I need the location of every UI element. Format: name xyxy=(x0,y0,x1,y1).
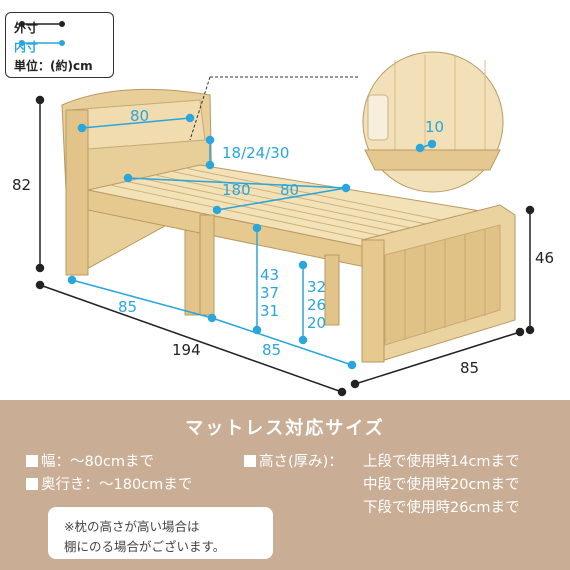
bed-frame xyxy=(61,88,516,363)
overall-length-label: 194 xyxy=(172,341,201,359)
cup-icon xyxy=(367,94,389,141)
leg-width-label: 85 xyxy=(118,298,137,316)
legend-unit: 単位：(約)cm xyxy=(14,59,93,73)
legend-inner: 内寸 xyxy=(14,38,65,55)
height-spec-lower: 下段で使用時26cmまで xyxy=(363,500,520,516)
inner-bottom-width-label: 85 xyxy=(262,341,281,359)
head-post-left xyxy=(65,109,89,276)
footboard-height-label: 46 xyxy=(535,249,554,267)
footboard-panel xyxy=(384,224,501,346)
inner-length-label: 180 xyxy=(222,181,251,199)
legend-inner-line xyxy=(19,40,65,46)
shelf-height-label: 18/24/30 xyxy=(222,144,289,162)
deck-height-label-2: 26 xyxy=(307,296,326,314)
note-line-2: 棚にのる場合がございます。 xyxy=(64,539,226,554)
headboard-width-label: 80 xyxy=(130,107,149,125)
footboard-lines xyxy=(404,230,486,340)
length-spec: 奥行き：～180cmまで xyxy=(26,473,192,494)
top-height-label-3: 31 xyxy=(260,302,279,320)
bed-dimension-diagram: 80 18/24/30 180 80 10 43 37 31 32 26 20 … xyxy=(5,12,555,397)
note-line-1: ※枕の高さが高い場合は xyxy=(64,519,200,534)
top-height-label-1: 43 xyxy=(260,266,279,284)
bullet-square-icon xyxy=(244,455,256,467)
pillow-note: ※枕の高さが高い場合は 棚にのる場合がございます。 xyxy=(48,507,273,559)
zoom-depth-label: 10 xyxy=(425,118,444,136)
overall-height-label: 82 xyxy=(12,176,31,194)
deck-height-label-3: 20 xyxy=(307,314,326,332)
inner-dimension-lines xyxy=(67,113,437,370)
height-spec-middle: 中段で使用時20cmまで xyxy=(363,477,520,493)
legend-outer: 外寸 xyxy=(14,19,65,36)
mid-leg xyxy=(199,214,215,316)
top-height-label-2: 37 xyxy=(260,284,279,302)
slats xyxy=(109,167,471,247)
outer-dimension-lines xyxy=(35,95,535,397)
bullet-square-icon xyxy=(26,478,38,490)
height-spec-upper: 上段で使用時14cmまで xyxy=(363,454,520,470)
deck-height-label-1: 32 xyxy=(307,278,326,296)
height-spec-label: 高さ(厚み)： xyxy=(244,450,343,471)
legend-box: 外寸 内寸 単位：(約)cm xyxy=(5,12,114,78)
foot-post xyxy=(361,239,385,363)
legend-outer-line xyxy=(19,21,65,27)
width-spec: 幅：～80cmまで xyxy=(26,450,154,471)
bullet-square-icon xyxy=(26,455,38,467)
mattress-info-panel: マットレス対応サイズ 幅：～80cmまで 奥行き：～180cmまで 高さ(厚み)… xyxy=(0,400,570,570)
overall-width-label: 85 xyxy=(460,359,479,377)
zoom-inset xyxy=(189,51,504,193)
mid-leg-2 xyxy=(324,254,340,326)
inner-width-label: 80 xyxy=(280,181,299,199)
info-title: マットレス対応サイズ xyxy=(185,418,385,439)
bed-illustration: 80 18/24/30 180 80 10 43 37 31 32 26 20 … xyxy=(12,51,554,397)
